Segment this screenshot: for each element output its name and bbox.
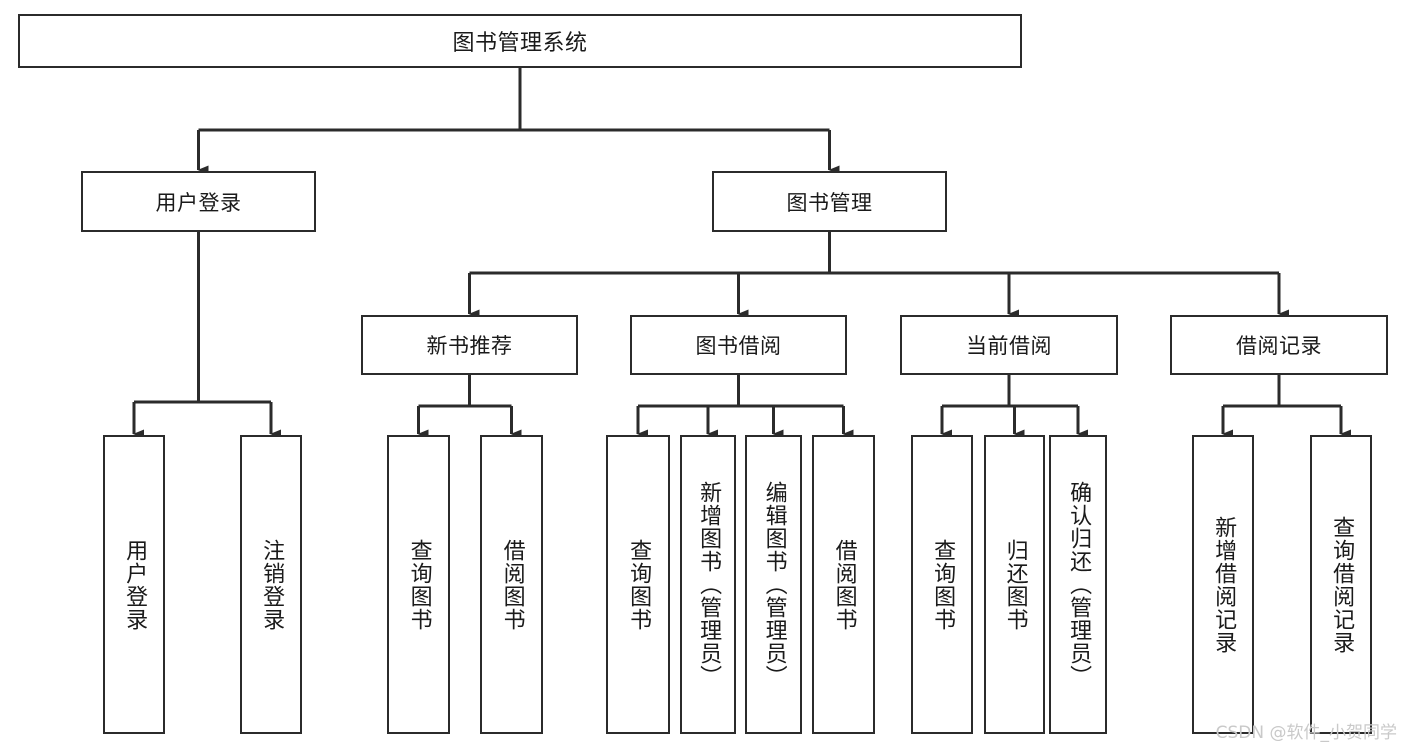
node-label: 新增借阅记录 [1211,515,1237,654]
node-leaf-query-book-3[interactable]: 查询图书 [911,435,973,734]
node-label: 借阅图书 [499,538,525,631]
node-leaf-confirm-return[interactable]: 确认归还（管理员） [1049,435,1107,734]
node-label: 图书借阅 [695,334,782,358]
node-leaf-edit-book[interactable]: 编辑图书（管理员） [745,435,802,734]
node-current[interactable]: 当前借阅 [900,315,1118,375]
node-borrow[interactable]: 图书借阅 [630,315,847,375]
node-records[interactable]: 借阅记录 [1170,315,1388,375]
node-leaf-query-book-1[interactable]: 查询图书 [387,435,450,734]
node-newbook[interactable]: 新书推荐 [361,315,578,375]
node-label: 注销登录 [259,538,285,631]
node-leaf-query-record[interactable]: 查询借阅记录 [1310,435,1372,734]
node-label: 编辑图书（管理员） [761,481,787,688]
node-leaf-borrow-book-2[interactable]: 借阅图书 [812,435,875,734]
node-label: 查询图书 [406,538,432,631]
node-label: 新书推荐 [426,334,513,358]
node-leaf-query-book-2[interactable]: 查询图书 [606,435,670,734]
watermark-label: CSDN @软件_小贺同学 [1215,723,1397,743]
node-bookmgmt[interactable]: 图书管理 [712,171,947,232]
node-leaf-add-book[interactable]: 新增图书（管理员） [680,435,736,734]
node-label: 确认归还（管理员） [1066,481,1092,688]
node-leaf-add-record[interactable]: 新增借阅记录 [1192,435,1254,734]
node-leaf-user-logout[interactable]: 注销登录 [240,435,302,734]
node-label: 用户登录 [122,538,148,631]
node-leaf-borrow-book-1[interactable]: 借阅图书 [480,435,543,734]
node-leaf-user-login[interactable]: 用户登录 [103,435,165,734]
node-leaf-return-book[interactable]: 归还图书 [984,435,1045,734]
node-label: 图书管理系统 [452,31,588,56]
node-label: 图书管理 [786,190,873,215]
node-label: 借阅记录 [1236,334,1322,358]
edge-group [132,68,1351,439]
node-root[interactable]: 图书管理系统 [18,14,1022,68]
node-label: 查询图书 [626,538,652,631]
node-label: 查询图书 [930,538,956,631]
node-login[interactable]: 用户登录 [81,171,316,232]
node-label: 新增图书（管理员） [696,481,722,688]
node-label: 用户登录 [155,190,242,215]
node-label: 查询借阅记录 [1329,515,1355,654]
node-label: 借阅图书 [831,538,857,631]
node-label: 归还图书 [1002,538,1028,631]
node-label: 当前借阅 [966,334,1052,358]
